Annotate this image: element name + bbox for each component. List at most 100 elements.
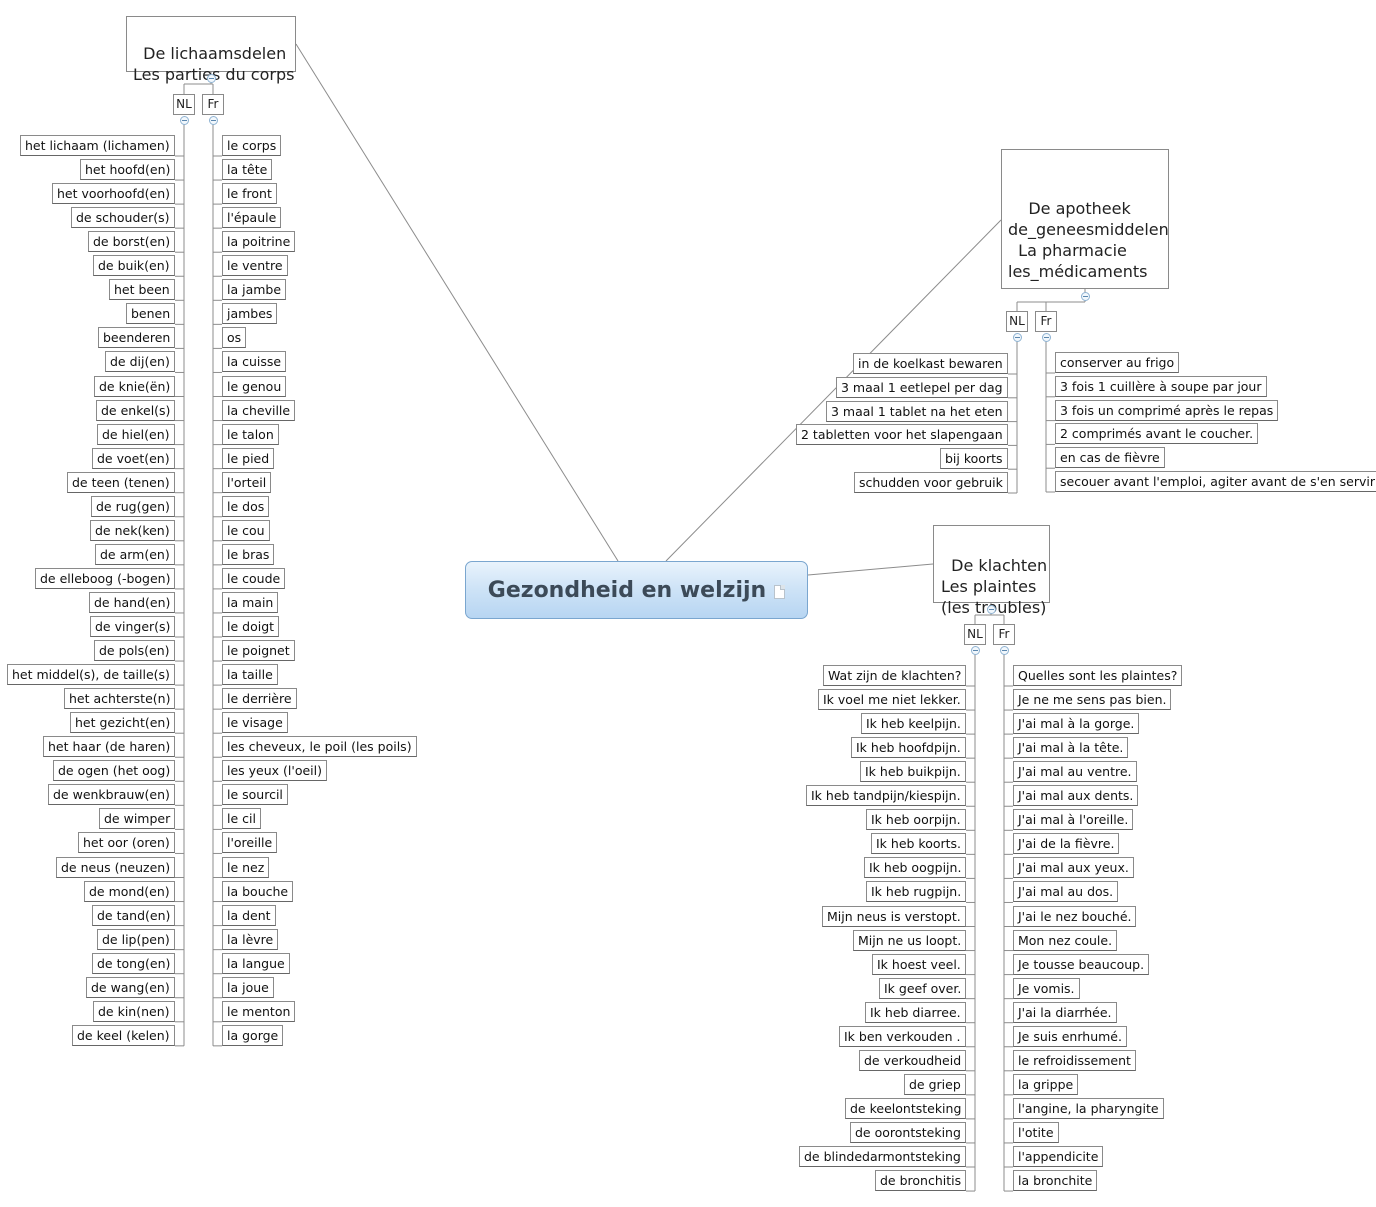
body-fr-item[interactable]: le cou	[222, 519, 270, 541]
body-nl-item[interactable]: de lip(pen)	[97, 928, 175, 950]
complaints-fr-item[interactable]: le refroidissement	[1013, 1049, 1136, 1071]
pharmacy-fr-item[interactable]: conserver au frigo	[1055, 352, 1180, 373]
pharmacy-fr-item[interactable]: 3 fois 1 cuillère à soupe par jour	[1055, 375, 1267, 397]
pharmacy-nl-item[interactable]: schudden voor gebruik	[854, 472, 1008, 493]
complaints-nl-item[interactable]: Ik heb oorpijn.	[866, 809, 966, 831]
tag-nl-pharmacy[interactable]: NL	[1006, 311, 1028, 332]
collapse-toggle-pharmacy-nl[interactable]	[1012, 332, 1022, 342]
body-fr-item[interactable]: le front	[222, 183, 277, 205]
pharmacy-fr-item[interactable]: en cas de fièvre	[1055, 447, 1165, 469]
body-fr-item[interactable]: le bras	[222, 543, 275, 565]
complaints-fr-item[interactable]: J'ai mal à l'oreille.	[1013, 809, 1134, 831]
body-nl-item[interactable]: de tong(en)	[92, 952, 176, 974]
body-nl-item[interactable]: de wimper	[99, 808, 176, 830]
body-nl-item[interactable]: de borst(en)	[88, 231, 176, 253]
body-nl-item[interactable]: de knie(ën)	[94, 375, 176, 397]
body-fr-item[interactable]: jambes	[222, 303, 278, 325]
complaints-nl-item[interactable]: Mijn neus is verstopt.	[822, 905, 966, 927]
pharmacy-nl-item[interactable]: in de koelkast bewaren	[853, 353, 1008, 374]
complaints-nl-item[interactable]: Mijn ne us loopt.	[853, 929, 967, 951]
body-nl-item[interactable]: de dij(en)	[105, 351, 175, 373]
complaints-fr-item[interactable]: J'ai la diarrhée.	[1013, 1001, 1117, 1023]
complaints-fr-item[interactable]: J'ai mal à la tête.	[1013, 737, 1129, 759]
pharmacy-nl-item[interactable]: 3 maal 1 eetlepel per dag	[836, 376, 1008, 398]
body-nl-item[interactable]: de nek(ken)	[90, 519, 175, 541]
body-fr-item[interactable]: le ventre	[222, 255, 288, 277]
complaints-nl-item[interactable]: Ik heb oogpijn.	[864, 857, 967, 879]
complaints-nl-item[interactable]: de bronchitis	[875, 1170, 967, 1192]
pharmacy-nl-item[interactable]: 3 maal 1 tablet na het eten	[826, 400, 1008, 422]
body-fr-item[interactable]: la langue	[222, 952, 290, 974]
body-fr-item[interactable]: la gorge	[222, 1024, 284, 1046]
body-fr-item[interactable]: le sourcil	[222, 784, 288, 806]
complaints-nl-item[interactable]: Ik heb koorts.	[871, 833, 967, 855]
body-nl-item[interactable]: het achterste(n)	[64, 688, 176, 710]
body-nl-item[interactable]: de kin(nen)	[93, 1000, 175, 1022]
collapse-toggle-body-fr[interactable]	[208, 115, 218, 125]
tag-nl-body[interactable]: NL	[173, 94, 195, 115]
complaints-fr-item[interactable]: Je vomis.	[1013, 977, 1080, 999]
complaints-fr-item[interactable]: Quelles sont les plaintes?	[1013, 665, 1183, 686]
body-nl-item[interactable]: het oor (oren)	[78, 832, 175, 854]
body-fr-item[interactable]: le genou	[222, 375, 287, 397]
collapse-toggle-body-nl[interactable]	[179, 115, 189, 125]
complaints-fr-item[interactable]: Je tousse beaucoup.	[1013, 953, 1150, 975]
body-fr-item[interactable]: le doigt	[222, 616, 280, 637]
complaints-fr-item[interactable]: J'ai mal aux dents.	[1013, 785, 1139, 807]
body-nl-item[interactable]: de hand(en)	[89, 591, 176, 613]
body-nl-item[interactable]: de wenkbrauw(en)	[48, 784, 175, 806]
complaints-nl-item[interactable]: Ik geef over.	[879, 977, 967, 999]
body-nl-item[interactable]: de wang(en)	[86, 976, 175, 998]
body-fr-item[interactable]: le cil	[222, 808, 261, 830]
pharmacy-nl-item[interactable]: 2 tabletten voor het slapengaan	[796, 424, 1008, 446]
body-nl-item[interactable]: de teen (tenen)	[67, 471, 175, 493]
complaints-fr-item[interactable]: J'ai mal au dos.	[1013, 881, 1119, 903]
body-nl-item[interactable]: de arm(en)	[95, 543, 175, 565]
body-fr-item[interactable]: l'oreille	[222, 832, 278, 854]
body-fr-item[interactable]: les cheveux, le poil (les poils)	[222, 736, 417, 758]
body-fr-item[interactable]: la taille	[222, 664, 278, 686]
body-nl-item[interactable]: de enkel(s)	[96, 399, 176, 421]
complaints-nl-item[interactable]: de keelontsteking	[845, 1097, 967, 1119]
body-nl-item[interactable]: de mond(en)	[84, 880, 175, 902]
complaints-fr-item[interactable]: l'appendicite	[1013, 1146, 1104, 1167]
pharmacy-fr-item[interactable]: 3 fois un comprimé après le repas	[1055, 399, 1279, 421]
body-fr-item[interactable]: le corps	[222, 135, 282, 156]
pharmacy-fr-item[interactable]: secouer avant l'emploi, agiter avant de …	[1055, 471, 1376, 492]
complaints-nl-item[interactable]: Ik heb hoofdpijn.	[851, 737, 966, 759]
body-nl-item[interactable]: de buik(en)	[93, 255, 175, 277]
complaints-nl-item[interactable]: Ik heb tandpijn/kiespijn.	[806, 785, 966, 807]
body-fr-item[interactable]: la lèvre	[222, 928, 279, 950]
complaints-nl-item[interactable]: Ik ben verkouden .	[839, 1025, 966, 1047]
body-fr-item[interactable]: le poignet	[222, 640, 295, 662]
complaints-fr-item[interactable]: Je ne me sens pas bien.	[1013, 689, 1172, 711]
tag-fr-body[interactable]: Fr	[202, 94, 224, 115]
body-fr-item[interactable]: l'épaule	[222, 207, 282, 229]
complaints-fr-item[interactable]: l'otite	[1013, 1121, 1059, 1143]
body-nl-item[interactable]: de keel (kelen)	[72, 1024, 175, 1046]
body-nl-item[interactable]: de elleboog (-bogen)	[35, 567, 176, 589]
body-nl-item[interactable]: de rug(gen)	[91, 495, 175, 517]
complaints-fr-item[interactable]: J'ai mal aux yeux.	[1013, 857, 1134, 879]
body-nl-item[interactable]: beenderen	[98, 327, 176, 349]
body-nl-item[interactable]: het gezicht(en)	[70, 712, 176, 734]
topic-pharmacy[interactable]: De apotheek de_geneesmiddelen La pharmac…	[1001, 149, 1169, 289]
complaints-fr-item[interactable]: J'ai de la fièvre.	[1013, 833, 1120, 855]
tag-fr-complaints[interactable]: Fr	[993, 624, 1015, 645]
body-nl-item[interactable]: het lichaam (lichamen)	[20, 135, 175, 156]
complaints-fr-item[interactable]: J'ai mal à la gorge.	[1013, 713, 1140, 735]
complaints-nl-item[interactable]: Ik heb diarree.	[865, 1001, 966, 1023]
complaints-nl-item[interactable]: Ik voel me niet lekker.	[818, 689, 966, 711]
body-nl-item[interactable]: de ogen (het oog)	[53, 760, 176, 782]
complaints-nl-item[interactable]: de blindedarmontsteking	[799, 1146, 966, 1167]
complaints-fr-item[interactable]: l'angine, la pharyngite	[1013, 1097, 1164, 1119]
complaints-nl-item[interactable]: de verkoudheid	[859, 1049, 967, 1071]
body-fr-item[interactable]: la tête	[222, 159, 273, 181]
body-nl-item[interactable]: het middel(s), de taille(s)	[7, 664, 175, 686]
body-fr-item[interactable]: le derrière	[222, 688, 297, 710]
complaints-fr-item[interactable]: la bronchite	[1013, 1170, 1098, 1192]
complaints-nl-item[interactable]: Ik hoest veel.	[872, 953, 966, 975]
topic-body-parts[interactable]: De lichaamsdelen Les parties du corps	[126, 16, 296, 84]
complaints-fr-item[interactable]: J'ai mal au ventre.	[1013, 761, 1137, 783]
pharmacy-nl-item[interactable]: bij koorts	[940, 448, 1008, 470]
